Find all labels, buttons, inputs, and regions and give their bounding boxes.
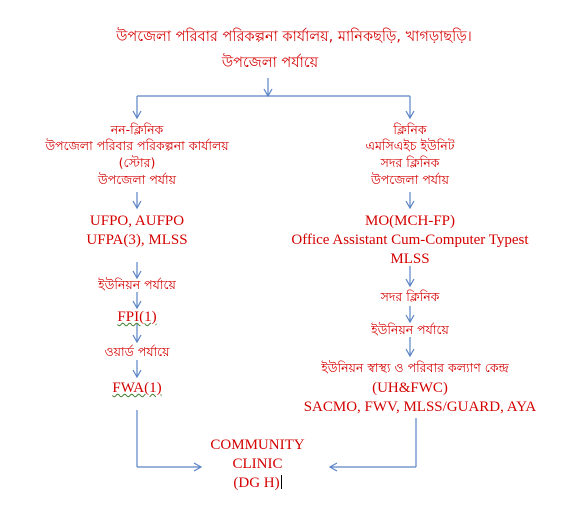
upazila-level-title: উপজেলা পর্যায়ে — [221, 55, 319, 71]
community-clinic-dgh-label: (DG H) — [233, 475, 280, 491]
right-header-clinic: ক্লিনিক — [393, 122, 427, 137]
left-header-nonclinic: নন-ক্লিনিক — [110, 122, 164, 137]
text-cursor — [280, 475, 282, 489]
right-staff-mlss: MLSS — [390, 251, 430, 267]
left-header-level: উপজেলা পর্যায় — [97, 172, 176, 187]
right-union-center-staff: SACMO, FWV, MLSS/GUARD, AYA — [303, 399, 537, 415]
left-header-store: (স্টোর) — [118, 155, 156, 170]
right-union-center: ইউনিয়ন স্বাস্থ্য ও পরিবার কল্যাণ কেন্দ্… — [321, 360, 509, 375]
left-staff-line2: UFPA(3), MLSS — [86, 232, 188, 248]
community-clinic-line1: COMMUNITY — [210, 437, 305, 453]
right-header-level: উপজেলা পর্যায় — [370, 172, 449, 187]
right-header-sadar-clinic: সদর ক্লিনিক — [380, 155, 440, 170]
right-union-level: ইউনিয়ন পর্যায়ে — [371, 322, 449, 337]
left-header-office: উপজেলা পরিবার পরিকল্পনা কার্যালয় — [45, 138, 229, 153]
left-staff-line1: UFPO, AUFPO — [89, 213, 185, 229]
right-header-mch-unit: এমসিএইচ ইউনিট — [365, 138, 455, 153]
community-clinic-line2: CLINIC — [232, 456, 283, 472]
left-union-staff: FPI(1) — [117, 309, 157, 325]
right-staff-mo: MO(MCH-FP) — [364, 213, 455, 229]
right-union-center-abbr: (UH&FWC) — [372, 380, 448, 396]
left-ward-level: ওয়ার্ড পর্যায়ে — [104, 344, 170, 359]
community-clinic-line3: (DG H) — [185, 475, 330, 492]
left-union-level: ইউনিয়ন পর্যায়ে — [98, 277, 176, 292]
right-sadar-clinic: সদর ক্লিনিক — [380, 289, 440, 304]
right-staff-office-assistant: Office Assistant Cum-Computer Typest — [291, 232, 529, 248]
office-title: উপজেলা পরিবার পরিকল্পনা কার্যালয়, মানিক… — [116, 29, 472, 45]
left-ward-staff: FWA(1) — [112, 380, 162, 396]
